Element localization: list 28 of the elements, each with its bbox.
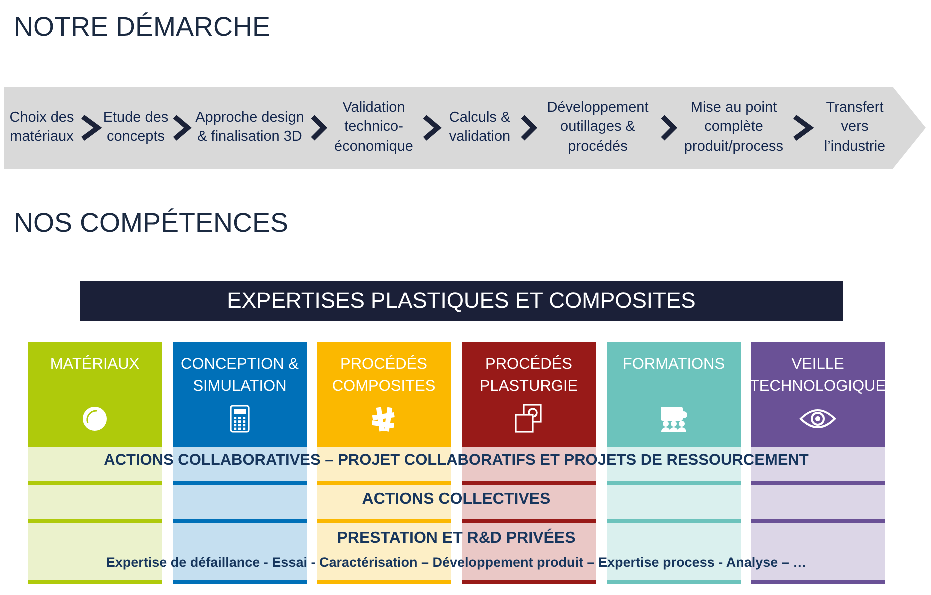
chevron-arrow (521, 115, 538, 141)
process-step: Mise au point complète produit/process (676, 92, 792, 164)
process-step: Approche design & finalisation 3D (190, 92, 310, 164)
chevron-arrow (311, 115, 328, 141)
competence-box: MATÉRIAUX (28, 342, 162, 445)
competence-box: FORMATIONS (607, 342, 741, 445)
row-description: Expertise de défaillance - Essai - Caractérisation – Développement produit – Expertise process - Analyse – … (105, 555, 808, 570)
process-step: Validation technico-économique (326, 92, 422, 164)
row-label: ACTIONS COLLABORATIVES – PROJET COLLABORATIFS ET PROJETS DE RESSOURCEMENT (103, 452, 810, 470)
row-label: PRESTATION ET R&D PRIVÉES (336, 530, 577, 548)
process-step: Transfert vers l’industrie (812, 92, 898, 164)
process-step: Développement outillages & procédés (536, 92, 660, 164)
chevron-arrow (173, 115, 192, 141)
competence-box: PROCÉDÉS PLASTURGIE (462, 342, 596, 445)
chevron-arrow (423, 115, 442, 141)
chevron-arrow (794, 114, 814, 142)
process-step: Choix des matériaux (4, 92, 80, 164)
heading: NOTRE DÉMARCHE (14, 12, 271, 43)
row-label: ACTIONS COLLECTIVES (361, 491, 552, 509)
competence-box: CONCEPTION & SIMULATION (173, 342, 307, 445)
heading: NOS COMPÉTENCES (14, 208, 289, 239)
chevron-arrow (82, 114, 102, 142)
competence-box: VEILLE TECHNOLOGIQUE (751, 342, 885, 445)
process-step: Calculs & validation (440, 92, 520, 164)
process-step: Etude des concepts (100, 92, 172, 164)
competence-box: PROCÉDÉS COMPOSITES (317, 342, 451, 445)
chevron-arrow (661, 115, 678, 141)
section-header-bar: EXPERTISES PLASTIQUES ET COMPOSITES (80, 281, 843, 321)
